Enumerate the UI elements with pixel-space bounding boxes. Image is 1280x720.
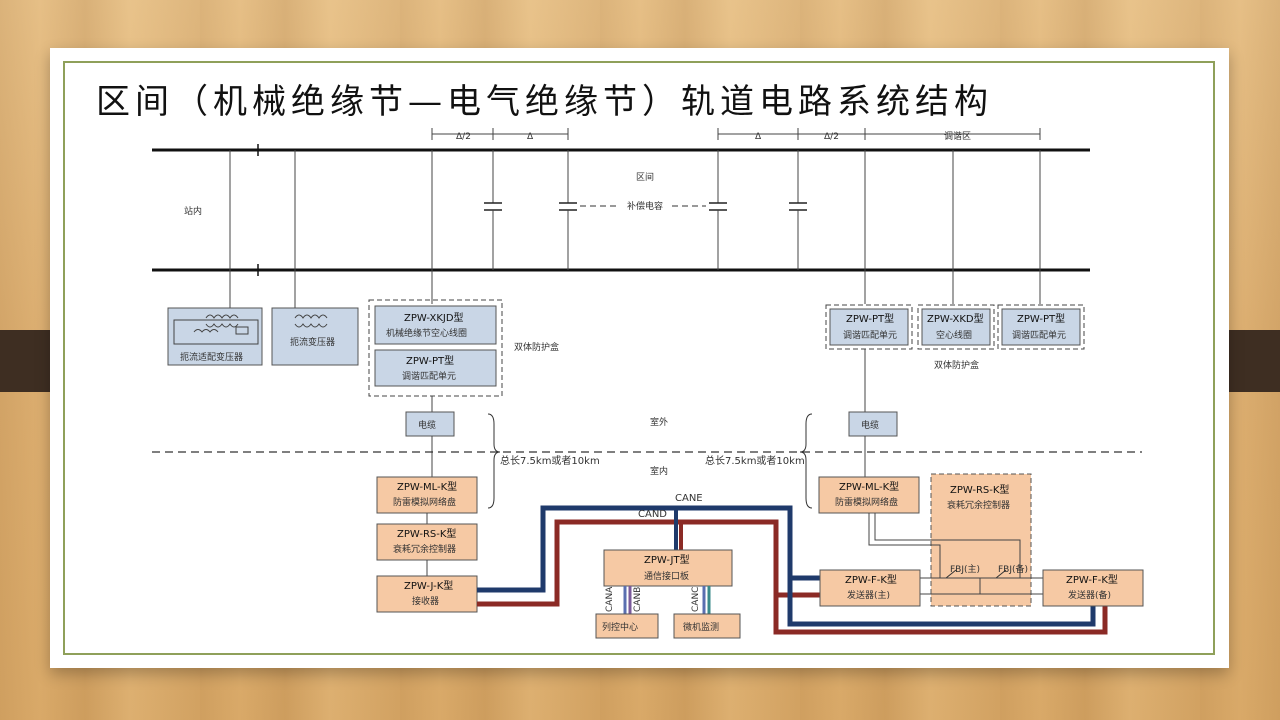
xkjd-model: ZPW-XKJD型 — [404, 311, 464, 324]
slide-title: 区间（机械绝缘节—电气绝缘节）轨道电路系统结构 — [96, 82, 993, 122]
xkjd-desc: 机械绝缘节空心线圈 — [386, 327, 467, 339]
slide-frame — [63, 61, 1215, 655]
double-shield-left-label: 双体防护盒 — [514, 341, 559, 353]
j-model: ZPW-J-K型 — [404, 579, 453, 592]
station-inside-label: 站内 — [184, 205, 202, 217]
tuning-zone-label: 调谐区 — [944, 131, 971, 142]
ml-left-model: ZPW-ML-K型 — [397, 480, 457, 493]
delta-label-1: Δ — [527, 132, 534, 142]
total-length-right: 总长7.5km或者10km — [705, 454, 805, 467]
rs-right-desc: 衰耗冗余控制器 — [947, 499, 1010, 511]
capacitor-4 — [789, 150, 807, 270]
left-shield-group: ZPW-XKJD型 机械绝缘节空心线圈 ZPW-PT型 调谐匹配单元 双体防护盒 — [368, 299, 559, 397]
pt-right-desc: 调谐匹配单元 — [843, 329, 897, 341]
bus-canb-label: CANB — [633, 587, 643, 612]
choke-transformer: 扼流变压器 — [271, 307, 359, 366]
capacitor-1 — [484, 150, 502, 270]
micro-monitor-label: 微机监测 — [683, 621, 719, 633]
brace-right — [799, 413, 813, 509]
xkd-model: ZPW-XKD型 — [927, 312, 984, 325]
indoor-label: 室内 — [650, 465, 668, 477]
j-desc: 接收器 — [412, 595, 439, 607]
pt-left-desc: 调谐匹配单元 — [402, 370, 456, 382]
rs-left-model: ZPW-RS-K型 — [397, 527, 456, 540]
pt-far-desc: 调谐匹配单元 — [1012, 329, 1066, 341]
adj-transformer: 扼流适配变压器 — [167, 307, 263, 366]
ml-right-desc: 防雷模拟网络盘 — [835, 496, 898, 508]
double-shield-right-label: 双体防护盒 — [934, 359, 979, 371]
compensation-capacitors: 补偿电容 — [484, 150, 807, 270]
f-main-desc: 发送器(主) — [847, 589, 890, 601]
right-shield-group: ZPW-PT型 调谐匹配单元 ZPW-XKD型 空心线圈 ZPW-PT型 调谐匹… — [825, 304, 1085, 371]
rails — [152, 144, 1090, 276]
capacitor-2 — [559, 150, 577, 270]
cable-right-label: 电缆 — [861, 419, 879, 431]
xkd-desc: 空心线圈 — [936, 329, 972, 341]
section-label: 区间 — [636, 171, 654, 183]
cand-label: CAND — [638, 509, 667, 520]
cable-left-label: 电缆 — [418, 419, 436, 431]
right-indoor-stack: ZPW-ML-K型 防雷模拟网络盘 ZPW-RS-K型 衰耗冗余控制器 FBJ(… — [818, 473, 1144, 607]
train-center-label: 列控中心 — [602, 621, 638, 633]
ml-left-desc: 防雷模拟网络盘 — [393, 496, 456, 508]
dimension-markers: Δ/2 Δ Δ Δ/2 调谐区 — [431, 128, 1041, 142]
can-bus-wires: CANE CAND — [477, 493, 1108, 635]
pt-far-model: ZPW-PT型 — [1017, 312, 1065, 325]
pt-left-model: ZPW-PT型 — [406, 354, 454, 367]
rs-right-model: ZPW-RS-K型 — [950, 483, 1009, 496]
delta-half-label-1: Δ/2 — [456, 132, 471, 142]
f-backup-desc: 发送器(备) — [1068, 589, 1111, 601]
delta-label-2: Δ — [755, 132, 762, 142]
compensation-cap-label: 补偿电容 — [627, 200, 663, 212]
rs-left-desc: 衰耗冗余控制器 — [393, 543, 456, 555]
fbj-backup-label: FBJ(备) — [998, 563, 1028, 575]
capacitor-3 — [709, 150, 727, 270]
delta-half-label-2: Δ/2 — [824, 132, 839, 142]
fbj-main-label: FBJ(主) — [950, 563, 980, 575]
ml-right-model: ZPW-ML-K型 — [839, 480, 899, 493]
choke-transformer-label: 扼流变压器 — [290, 336, 335, 348]
pt-right-model: ZPW-PT型 — [846, 312, 894, 325]
bus-canc-label: CANC — [691, 587, 701, 612]
cane-label: CANE — [675, 493, 703, 504]
brace-left — [487, 413, 501, 509]
f-backup-model: ZPW-F-K型 — [1066, 573, 1118, 586]
left-indoor-stack: ZPW-ML-K型 防雷模拟网络盘 ZPW-RS-K型 衰耗冗余控制器 ZPW-… — [376, 476, 478, 613]
jt-interface: ZPW-JT型 通信接口板 CANA CANB CANC 列控中心 微机监测 — [595, 549, 741, 639]
cables: 电缆 电缆 — [405, 349, 898, 477]
jt-desc: 通信接口板 — [644, 570, 689, 582]
outdoor-label: 室外 — [650, 416, 668, 428]
total-length-left: 总长7.5km或者10km — [500, 454, 600, 467]
jt-model: ZPW-JT型 — [644, 553, 690, 566]
bus-cana-label: CANA — [605, 586, 615, 612]
adj-transformer-label: 扼流适配变压器 — [180, 351, 243, 363]
rail-connections — [229, 150, 1041, 308]
f-main-model: ZPW-F-K型 — [845, 573, 897, 586]
